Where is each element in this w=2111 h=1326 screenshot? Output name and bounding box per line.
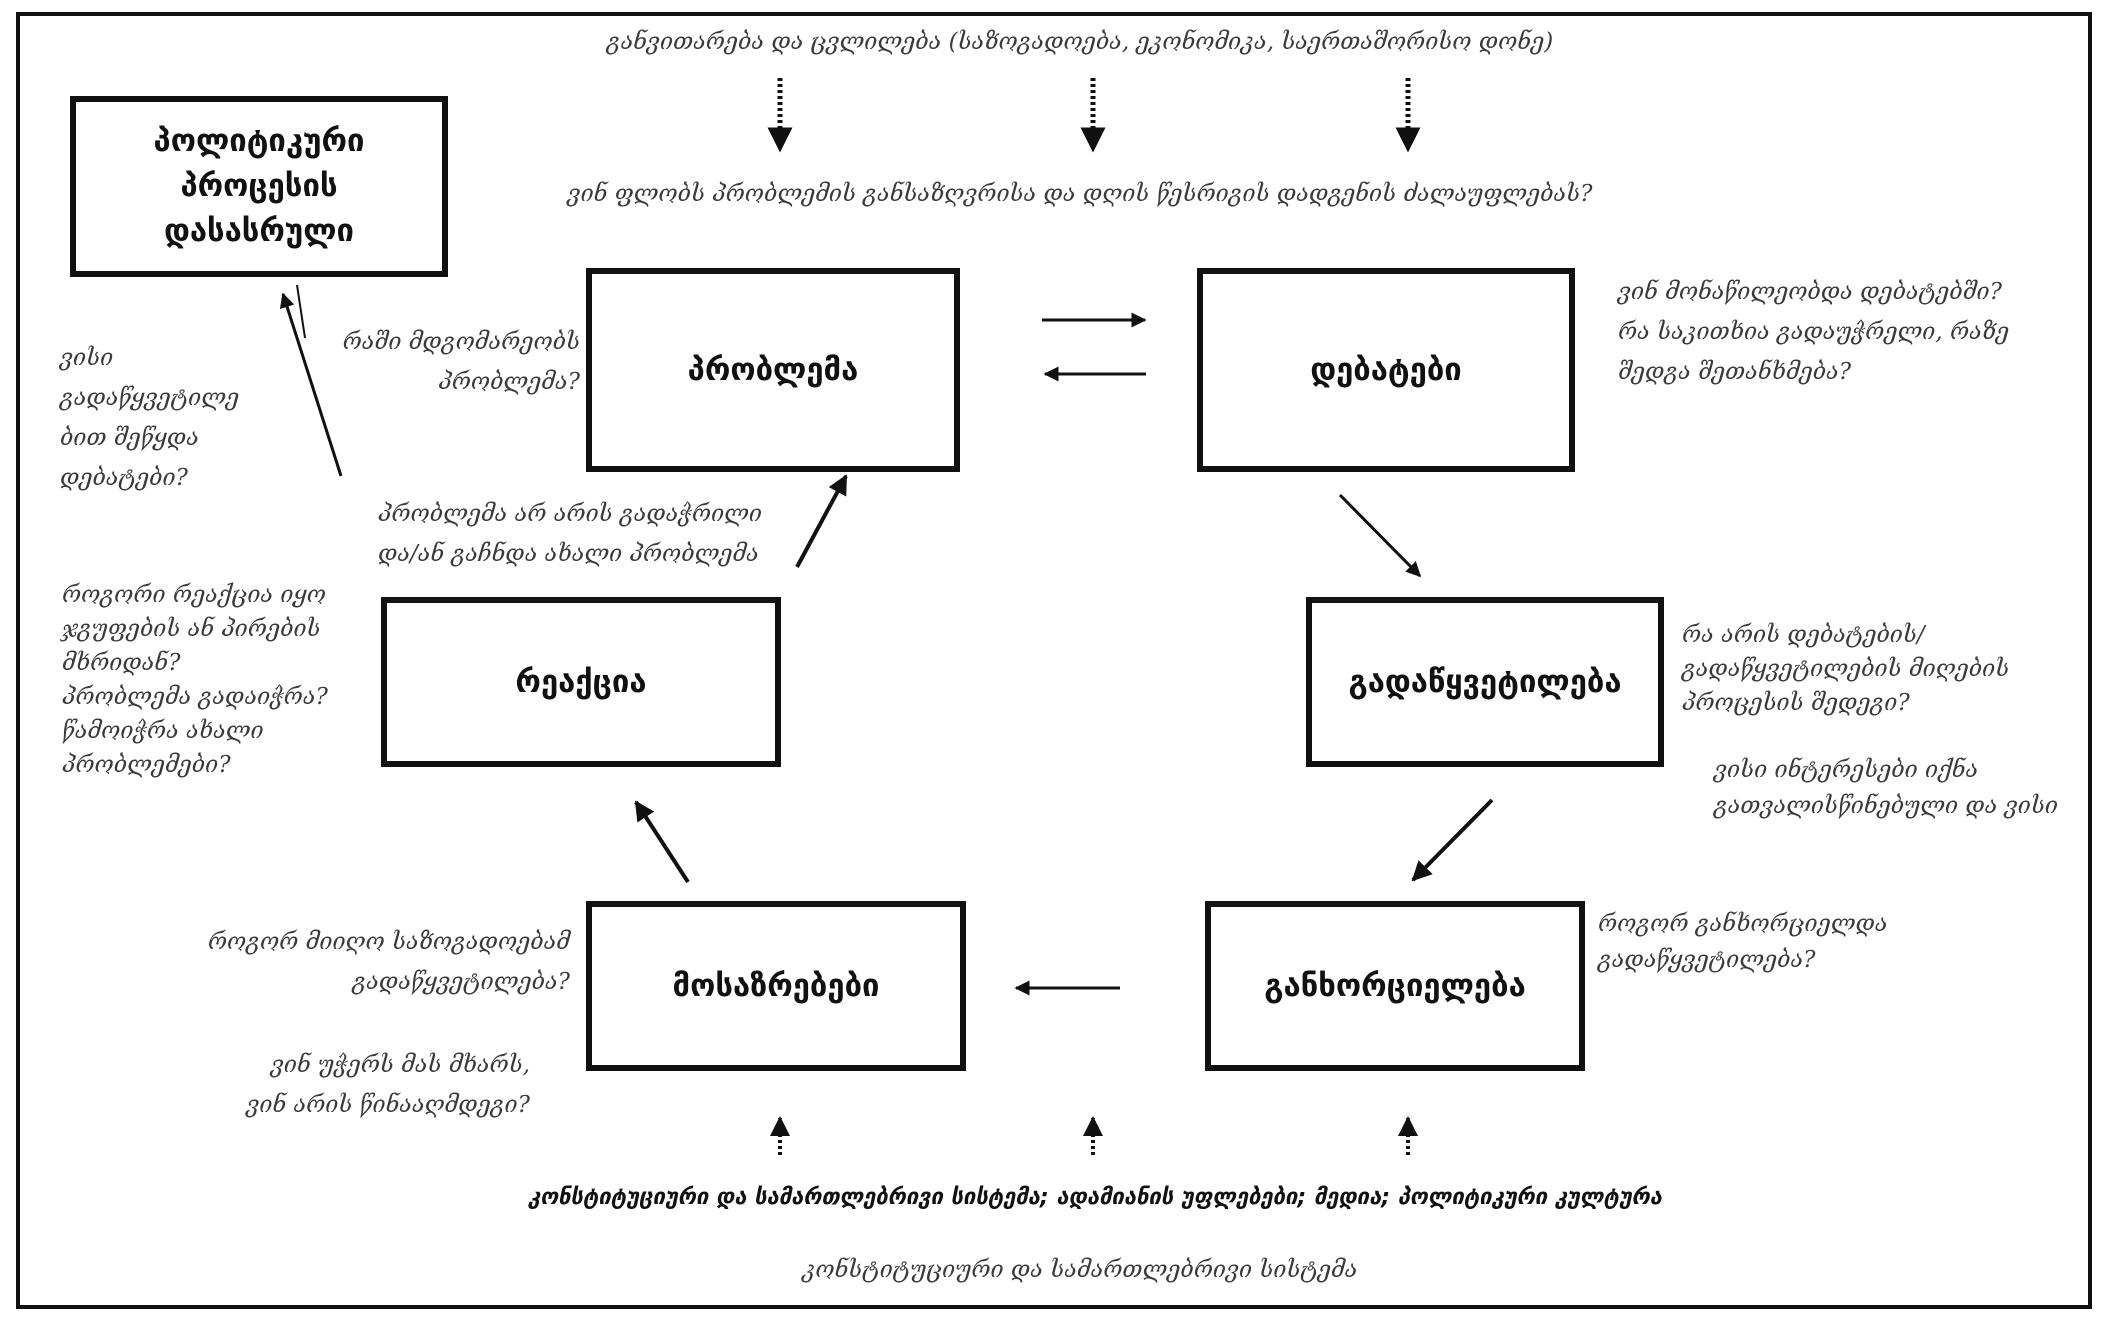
reaction-box: რეაქცია <box>381 597 781 767</box>
arrow-reaction-to-problem <box>795 474 848 568</box>
reaction-question-note: როგორი რეაქცია იყო ჯგუფების ან პირების მ… <box>62 578 328 782</box>
debates-question-line: რა საკითხია გადაუჭრელი, რაზე <box>1618 319 2010 345</box>
decision-box: გადაწყვეტილება <box>1306 597 1664 767</box>
arrow-to-process-end-tick <box>296 284 306 339</box>
implementation-question-line: გადაწყვეტილება? <box>1598 947 1816 973</box>
reaction-question-line: წამოიჭრა ახალი <box>62 718 264 744</box>
opinions-question-line: როგორ მიიღო საზოგადოებამ <box>207 929 570 955</box>
implementation-question-note: როგორ განხორციელდა გადაწყვეტილება? <box>1598 906 1888 978</box>
process-end-line-3: დასასრული <box>163 212 355 249</box>
decision-label: გადაწყვეტილება <box>1348 663 1622 700</box>
problem-box: პრობლემა <box>586 268 960 472</box>
end-question-line: ბით შეწყდა <box>60 425 199 451</box>
process-end-box: პოლიტიკური პროცესის დასასრული <box>70 96 448 277</box>
debates-question-note: ვინ მონაწილეობდა დებატებში? რა საკითხია … <box>1618 272 2009 392</box>
decision-question-line: რა არის დებატების/ <box>1682 622 1925 648</box>
decision-question-line: გადაწყვეტილების მიღების <box>1682 656 2010 682</box>
opinions-label: მოსაზრებები <box>672 967 880 1004</box>
reaction-question-line: მხრიდან? <box>62 650 181 676</box>
support-question-line: ვინ არის წინააღმდეგი? <box>246 1092 530 1118</box>
implementation-label: განხორციელება <box>1264 967 1526 1004</box>
opinions-question-note: როგორ მიიღო საზოგადოებამ გადაწყვეტილება? <box>140 922 570 1002</box>
reaction-question-line: პრობლემა გადაიჭრა? <box>62 684 328 710</box>
debates-box: დებატები <box>1197 268 1575 472</box>
process-end-line-2: პროცესის <box>180 168 338 205</box>
arrow-debates-to-decision <box>1338 493 1422 578</box>
decision-question-note: რა არის დებატების/ გადაწყვეტილების მიღებ… <box>1682 618 2009 720</box>
agenda-power-question: ვინ ფლობს პრობლემის განსაზღვრისა და დღის… <box>567 181 1593 207</box>
implementation-question-line: როგორ განხორციელდა <box>1598 911 1888 937</box>
interests-question-line: გათვალისწინებული და ვისი <box>1714 793 2058 819</box>
implementation-box: განხორციელება <box>1205 901 1585 1071</box>
opinions-question-line: გადაწყვეტილება? <box>352 969 570 995</box>
decision-question-line: პროცესის შედეგი? <box>1682 690 1910 716</box>
problem-question-line: რაში მდგომარეობს <box>342 329 580 355</box>
end-question-note: ვისი გადაწყვეტილე ბით შეწყდა დებატები? <box>60 338 239 498</box>
debates-question-line: შედგა შეთანხმება? <box>1618 359 1852 385</box>
process-end-line-1: პოლიტიკური <box>153 123 365 160</box>
reaction-question-line: როგორი რეაქცია იყო <box>62 582 326 608</box>
problem-question-line: პრობლემა? <box>438 369 580 395</box>
arrow-opinions-to-reaction <box>634 800 690 884</box>
debates-label: დებატები <box>1310 351 1462 388</box>
support-question-line: ვინ უჭერს მას მხარს, <box>270 1052 530 1078</box>
debates-question-line: ვინ მონაწილეობდა დებატებში? <box>1618 279 2002 305</box>
problem-label: პრობლემა <box>687 351 859 388</box>
problem-status-line: პრობლემა არ არის გადაჭრილი <box>378 501 763 527</box>
arrow-to-process-end <box>279 292 343 477</box>
diagram-frame <box>16 12 2092 1309</box>
support-question-note: ვინ უჭერს მას მხარს, ვინ არის წინააღმდეგ… <box>200 1045 530 1125</box>
problem-status-line: და/ან გაჩნდა ახალი პრობლემა <box>378 541 759 567</box>
bottom-context-text: კონსტიტუციური და სამართლებრივი სისტემა <box>802 1257 1358 1283</box>
opinions-box: მოსაზრებები <box>586 901 966 1071</box>
reaction-label: რეაქცია <box>515 663 647 700</box>
reaction-question-line: ჯგუფების ან პირების <box>62 616 321 642</box>
top-development-text: განვითარება და ცვლილება (საზოგადოება, ეკ… <box>606 29 1554 55</box>
interests-question-line: ვისი ინტერესები იქნა <box>1714 757 1979 783</box>
end-question-line: დებატები? <box>60 465 188 491</box>
reaction-question-line: პრობლემები? <box>62 752 231 778</box>
bottom-context-bold: კონსტიტუციური და სამართლებრივი სისტემა; … <box>528 1185 1662 1210</box>
problem-status-note: პრობლემა არ არის გადაჭრილი და/ან გაჩნდა … <box>378 494 762 574</box>
interests-question-note: ვისი ინტერესები იქნა გათვალისწინებული და… <box>1714 752 2058 824</box>
arrow-decision-to-implementation <box>1411 798 1494 882</box>
end-question-line: ვისი <box>60 345 114 371</box>
end-question-line: გადაწყვეტილე <box>60 385 240 411</box>
problem-question-note: რაში მდგომარეობს პრობლემა? <box>310 322 580 402</box>
